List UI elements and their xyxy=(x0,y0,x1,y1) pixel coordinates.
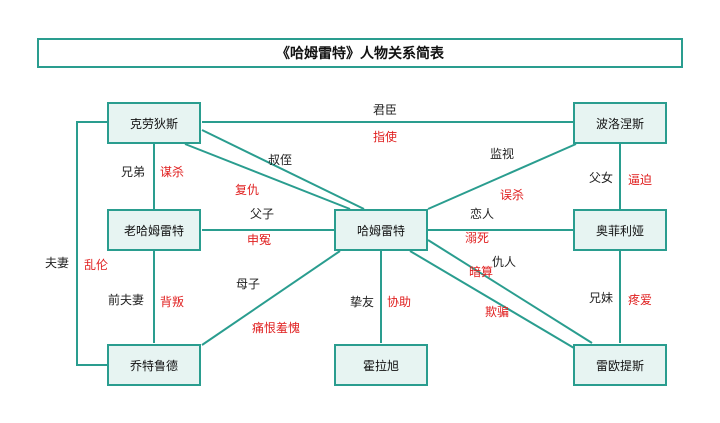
edge-label-action: 谋杀 xyxy=(159,165,185,179)
edge-hamlet-gertrude xyxy=(201,250,341,346)
edge-label-action: 申冤 xyxy=(246,233,272,247)
edge-label-relation: 仇人 xyxy=(491,255,517,269)
node-ophelia: 奥菲利娅 xyxy=(573,209,667,251)
edge-hamlet-laertes-a xyxy=(409,250,575,349)
node-polonius: 波洛涅斯 xyxy=(573,102,667,144)
edge-label-relation: 前夫妻 xyxy=(107,293,145,307)
edge-label-action: 乱伦 xyxy=(83,258,109,272)
edge-label-relation: 父子 xyxy=(249,207,275,221)
edge-label-action: 复仇 xyxy=(234,183,260,197)
edge-label-action: 指使 xyxy=(372,130,398,144)
edge-label-relation: 兄妹 xyxy=(588,291,614,305)
edge-label-relation: 君臣 xyxy=(372,103,398,117)
node-gertrude: 乔特鲁德 xyxy=(107,344,201,386)
edge-label-action: 欺骗 xyxy=(484,305,510,319)
edge-label-relation: 恋人 xyxy=(469,207,495,221)
edge-hamlet-laertes-b xyxy=(427,239,593,344)
edge-label-relation: 叔侄 xyxy=(267,153,293,167)
diagram-title: 《哈姆雷特》人物关系简表 xyxy=(276,46,444,62)
edge-label-relation: 夫妻 xyxy=(44,256,70,270)
edge-label-relation: 兄弟 xyxy=(120,165,146,179)
edge-label-action: 暗算 xyxy=(468,265,494,279)
edge-label-action: 疼爱 xyxy=(627,293,653,307)
edge-label-action: 背叛 xyxy=(159,295,185,309)
edge-claudius-hamlet-a xyxy=(184,143,351,210)
node-horatio: 霍拉旭 xyxy=(334,344,428,386)
edge-label-action: 溺死 xyxy=(464,231,490,245)
edge-claudius-gertrude xyxy=(76,121,107,366)
edge-polonius-hamlet xyxy=(427,143,577,210)
edge-claudius-hamlet-b xyxy=(201,129,365,210)
edge-label-relation: 母子 xyxy=(235,277,261,291)
node-claudius: 克劳狄斯 xyxy=(107,102,201,144)
node-hamlet: 哈姆雷特 xyxy=(334,209,428,251)
edge-label-relation: 监视 xyxy=(489,147,515,161)
edge-label-action: 痛恨羞愧 xyxy=(251,321,301,335)
edge-label-relation: 父女 xyxy=(588,171,614,185)
node-old-hamlet: 老哈姆雷特 xyxy=(107,209,201,251)
title-box: 《哈姆雷特》人物关系简表 xyxy=(37,38,683,68)
node-laertes: 雷欧提斯 xyxy=(573,344,667,386)
edge-label-action: 逼迫 xyxy=(627,173,653,187)
edge-label-relation: 挚友 xyxy=(349,295,375,309)
edge-label-action: 协助 xyxy=(386,295,412,309)
edge-label-action: 误杀 xyxy=(499,188,525,202)
